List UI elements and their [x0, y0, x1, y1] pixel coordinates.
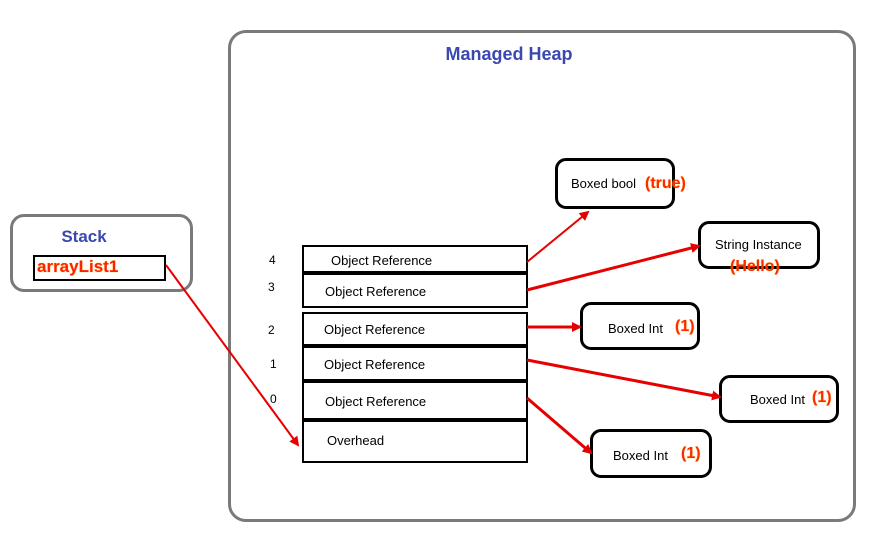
array-cell-2-label: Object Reference — [324, 322, 426, 337]
boxed-int-box-0: Boxed Int (1) — [590, 429, 712, 478]
array-cell-4-label: Object Reference — [331, 253, 433, 268]
array-index-1: 1 — [270, 357, 277, 371]
boxed-bool-box: Boxed bool (true) — [555, 158, 686, 209]
managed-heap-frame — [228, 30, 856, 522]
array-overhead-cell: Overhead — [302, 420, 528, 463]
array-cell-2: Object Reference — [302, 312, 528, 346]
boxed-int-1-label: Boxed Int — [750, 392, 805, 407]
stack-variable-name: arrayList1 — [37, 257, 119, 276]
array-index-2: 2 — [268, 323, 275, 337]
boxed-int-box-1: Boxed Int (1) — [719, 375, 839, 423]
array-cell-0: Object Reference — [302, 381, 528, 420]
array-cell-1-label: Object Reference — [324, 357, 426, 372]
string-instance-value: (Hello) — [730, 258, 780, 275]
arrow-cell1-to-boxed-int — [526, 358, 722, 401]
array-index-3: 3 — [268, 280, 275, 294]
array-cell-0-label: Object Reference — [325, 394, 427, 409]
managed-heap-title: Managed Heap — [445, 44, 573, 64]
array-cell-3-label: Object Reference — [325, 284, 427, 299]
boxed-int-1-value: (1) — [812, 389, 832, 406]
array-index-0: 0 — [270, 392, 277, 406]
boxed-bool-label: Boxed bool — [571, 176, 637, 191]
arrow-cell0-to-boxed-int — [526, 396, 593, 455]
array-overhead-label: Overhead — [327, 433, 385, 448]
boxed-int-2-value: (1) — [675, 318, 695, 335]
boxed-int-0-label: Boxed Int — [613, 448, 668, 463]
string-instance-box: String Instance (Hello) — [698, 221, 820, 275]
arrow-cell3-to-string-instance — [526, 243, 701, 292]
stack-frame — [10, 214, 193, 292]
string-instance-label: String Instance — [715, 237, 802, 252]
stack-variable-box — [33, 255, 166, 281]
array-cell-1: Object Reference — [302, 346, 528, 381]
stack-title: Stack — [61, 227, 107, 246]
array-index-4: 4 — [269, 253, 276, 267]
boxed-int-box-2: Boxed Int (1) — [580, 302, 700, 350]
boxed-int-2-label: Boxed Int — [608, 321, 663, 336]
array-cell-4: Object Reference — [302, 245, 528, 273]
arrow-cell4-to-boxed-bool — [526, 210, 590, 263]
boxed-int-0-value: (1) — [681, 445, 701, 462]
array-cell-3: Object Reference — [302, 273, 528, 308]
boxed-bool-value: (true) — [645, 175, 686, 192]
arrow-stack-to-overhead — [165, 264, 300, 447]
